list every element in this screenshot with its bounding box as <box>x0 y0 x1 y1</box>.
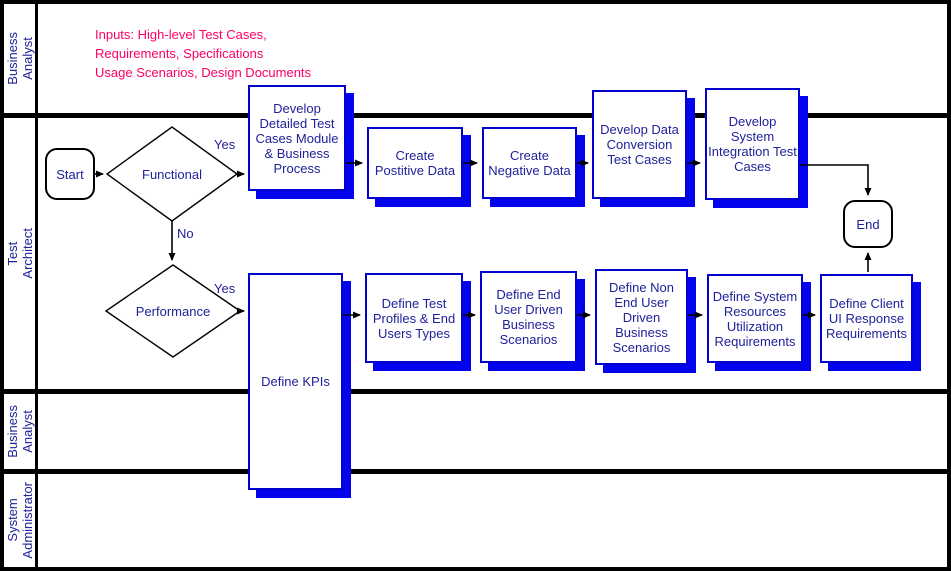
branch-no-functional: No <box>177 226 194 241</box>
process-define-system-resources: Define System Resources Utilization Requ… <box>707 274 803 363</box>
decision-functional-label: Functional <box>142 167 202 182</box>
process-label: Develop System Integration Test Cases <box>708 114 797 174</box>
process-develop-detailed-test-cases: Develop Detailed Test Cases Module & Bus… <box>248 85 346 191</box>
lane-divider-3 <box>4 469 947 474</box>
lane-label: Business Analyst <box>4 405 35 458</box>
process-label: Create Postitive Data <box>374 148 456 178</box>
lane-business-analyst-top: Business Analyst <box>4 4 35 113</box>
inputs-note: Inputs: High-level Test Cases, Requireme… <box>95 27 312 80</box>
process-define-end-user-scenarios: Define End User Driven Business Scenario… <box>480 271 577 363</box>
lane-system-administrator: System Administrator <box>4 474 35 567</box>
process-label: Define Test Profiles & End Users Types <box>372 295 456 341</box>
lane-label-column-separator <box>35 4 38 567</box>
process-define-kpis: Define KPIs <box>248 273 343 490</box>
border-top <box>0 0 951 4</box>
process-label: Develop Data Conversion Test Cases <box>600 122 679 167</box>
process-create-negative-data: Create Negative Data <box>482 127 577 199</box>
end-terminal: End <box>843 200 893 248</box>
lane-business-analyst-bottom: Business Analyst <box>4 394 35 469</box>
border-bottom <box>0 567 951 571</box>
process-label: Create Negative Data <box>488 148 571 178</box>
process-label: Define Non End User Driven Business Scen… <box>608 279 675 355</box>
start-label: Start <box>56 166 84 182</box>
branch-yes-performance: Yes <box>214 281 236 296</box>
process-develop-system-integration: Develop System Integration Test Cases <box>705 88 800 200</box>
lane-label: Business Analyst <box>4 32 35 85</box>
process-label: Define KPIs <box>261 374 330 389</box>
connector-integration-to-end <box>800 164 872 196</box>
lane-divider-2 <box>4 389 947 394</box>
lane-test-architect: Test Architect <box>4 118 35 389</box>
process-create-positive-data: Create Postitive Data <box>367 127 463 199</box>
lane-divider-1 <box>4 113 947 118</box>
process-develop-data-conversion: Develop Data Conversion Test Cases <box>592 90 687 199</box>
border-left <box>0 0 4 571</box>
process-label: Define End User Driven Business Scenario… <box>494 287 563 347</box>
start-terminal: Start <box>45 148 95 200</box>
process-label: Define Client UI Response Requirements <box>826 296 907 341</box>
border-right <box>947 0 951 571</box>
process-label: Develop Detailed Test Cases Module & Bus… <box>255 100 339 176</box>
process-define-non-end-user-scenarios: Define Non End User Driven Business Scen… <box>595 269 688 365</box>
process-define-client-ui-response: Define Client UI Response Requirements <box>820 274 913 363</box>
lane-label: Test Architect <box>4 228 35 279</box>
process-define-test-profiles: Define Test Profiles & End Users Types <box>365 273 463 363</box>
process-label: Define System Resources Utilization Requ… <box>712 288 798 349</box>
end-label: End <box>856 216 880 232</box>
decision-performance-label: Performance <box>135 304 211 319</box>
branch-yes-functional: Yes <box>214 137 236 152</box>
lane-label: System Administrator <box>4 482 35 559</box>
